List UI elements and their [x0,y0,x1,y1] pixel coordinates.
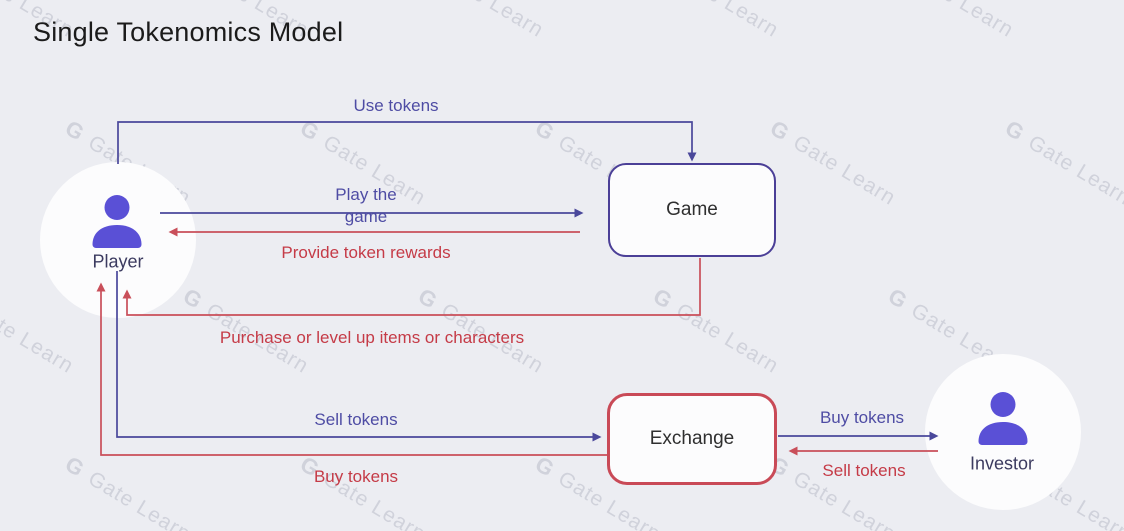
watermark-logo-icon: G [648,283,678,315]
watermark-logo-icon: G [1000,115,1030,147]
watermark-logo-icon: G [413,283,443,315]
watermark-logo-icon: G [178,283,208,315]
watermark-logo-icon: G [883,283,913,315]
investor-person-icon [977,389,1029,446]
buy-tokens-left-label: Buy tokens [313,467,399,486]
player-label: Player [92,251,144,272]
watermark-logo-icon: G [60,115,90,147]
watermark-text: GGate Learn [672,0,783,42]
sell-tokens-left-label: Sell tokens [314,410,398,429]
game-node: Game [608,163,776,257]
play-the-game-label: Play the game [335,185,397,226]
watermark-text: GGate Learn [648,283,783,378]
watermark-logo-icon: G [530,451,560,483]
watermark-text: GGate Learn [1118,283,1124,379]
watermark-logo-icon: G [530,115,560,147]
use-tokens-label: Use tokens [353,96,439,115]
watermark-logo-icon: G [1118,283,1124,315]
page-title: Single Tokenomics Model [33,17,344,47]
watermark-text: GGate Learn [295,451,430,531]
edge-purchase-items-line [122,258,701,316]
player-person-icon [91,192,143,249]
watermark-logo-icon: G [60,451,90,483]
watermark-text: GGate Learn [437,0,548,42]
buy-tokens-right-label: Buy tokens [819,408,905,427]
watermark-text: GGate Learn [60,451,195,531]
sell-tokens-right-label: Sell tokens [822,461,906,480]
watermark-text: GGate Learn [907,0,1018,42]
watermark-logo-icon: G [765,115,795,147]
investor-label: Investor [969,453,1035,474]
watermark-logo-icon: G [295,115,325,147]
exchange-label: Exchange [649,428,735,449]
watermark-text: GGate Learn [765,115,900,210]
edge-use-tokens-line [117,121,697,164]
provide-token-rewards-label: Provide token rewards [281,243,451,262]
exchange-node: Exchange [607,393,777,485]
purchase-items-label: Purchase or level up items or characters [219,328,525,347]
watermark-text: GGate Learn [1118,0,1124,43]
watermark-text: GGate Learn [1000,115,1124,210]
game-label: Game [666,199,718,220]
